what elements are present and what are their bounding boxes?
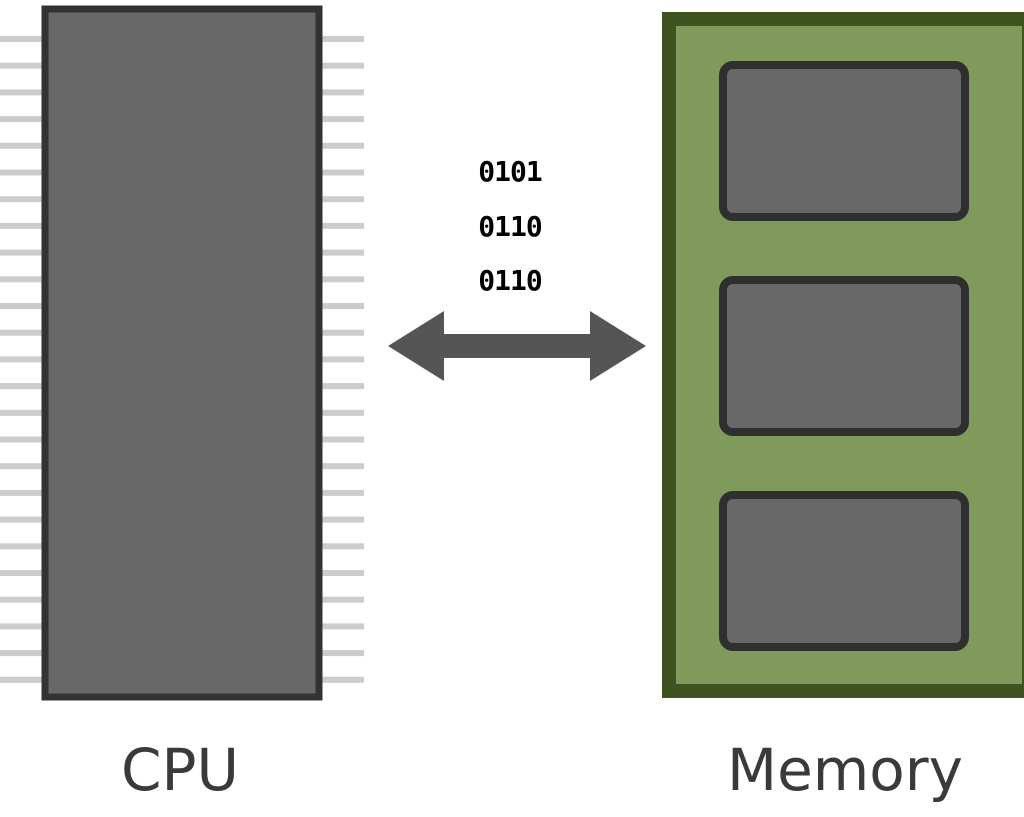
cpu-pin: [0, 196, 48, 203]
data-bits-row: 0110: [478, 210, 542, 243]
cpu-pin: [316, 249, 364, 256]
data-bits-row: 0101: [478, 155, 542, 188]
cpu-pin: [316, 436, 364, 443]
cpu-pin: [0, 543, 48, 550]
cpu-pin: [316, 169, 364, 176]
cpu-pin: [0, 383, 48, 390]
cpu-pin: [0, 409, 48, 416]
cpu-pin: [0, 570, 48, 576]
cpu-pin: [0, 249, 48, 256]
cpu-pin: [0, 169, 48, 176]
cpu-pin: [0, 516, 48, 523]
cpu-pin: [316, 196, 364, 203]
cpu-pins-left: [0, 36, 48, 683]
memory-cell: [719, 61, 969, 221]
cpu-pin: [0, 623, 48, 630]
cpu-label: CPU: [121, 736, 239, 804]
cpu-pin: [0, 356, 48, 363]
cpu-pin: [0, 436, 48, 443]
cpu-pin: [0, 62, 48, 69]
cpu-pin: [316, 383, 364, 390]
cpu-pin: [316, 570, 364, 576]
cpu-pin: [0, 89, 48, 96]
cpu-pin: [316, 329, 364, 336]
cpu-pin: [0, 463, 48, 470]
cpu-pin: [0, 650, 48, 657]
cpu-pin: [0, 222, 48, 229]
cpu-pin: [0, 303, 48, 309]
memory-cell: [719, 491, 969, 651]
transfer-arrow: [388, 311, 646, 381]
cpu-pin: [316, 543, 364, 550]
cpu-pins-right: [316, 36, 364, 683]
cpu-pin: [0, 36, 48, 42]
cpu-pin: [0, 596, 48, 603]
cpu-pin: [316, 409, 364, 416]
cpu-pin: [316, 489, 364, 496]
cpu-pin: [316, 356, 364, 363]
cpu-pin: [0, 276, 48, 283]
cpu-pin: [316, 650, 364, 657]
cpu-pin: [316, 516, 364, 523]
double-arrow-icon: [388, 311, 646, 381]
cpu-pin: [0, 676, 48, 683]
cpu-pin: [316, 89, 364, 96]
cpu-pin: [0, 489, 48, 496]
cpu-pin: [316, 676, 364, 683]
memory-label: Memory: [727, 736, 963, 804]
cpu-pin: [0, 116, 48, 123]
cpu-pin: [316, 276, 364, 283]
cpu-pin: [316, 222, 364, 229]
data-bits-row: 0110: [478, 264, 542, 297]
memory-module-icon: [662, 12, 1024, 698]
cpu-chip-body: [41, 5, 323, 701]
cpu-pin: [0, 329, 48, 336]
cpu-pin: [316, 142, 364, 149]
cpu-chip-icon: [0, 5, 364, 701]
memory-cell: [719, 276, 969, 436]
cpu-pin: [316, 596, 364, 603]
cpu-pin: [316, 623, 364, 630]
cpu-pin: [316, 62, 364, 69]
cpu-pin: [0, 142, 48, 149]
cpu-pin: [316, 463, 364, 470]
cpu-pin: [316, 36, 364, 42]
cpu-pin: [316, 116, 364, 123]
cpu-pin: [316, 303, 364, 309]
